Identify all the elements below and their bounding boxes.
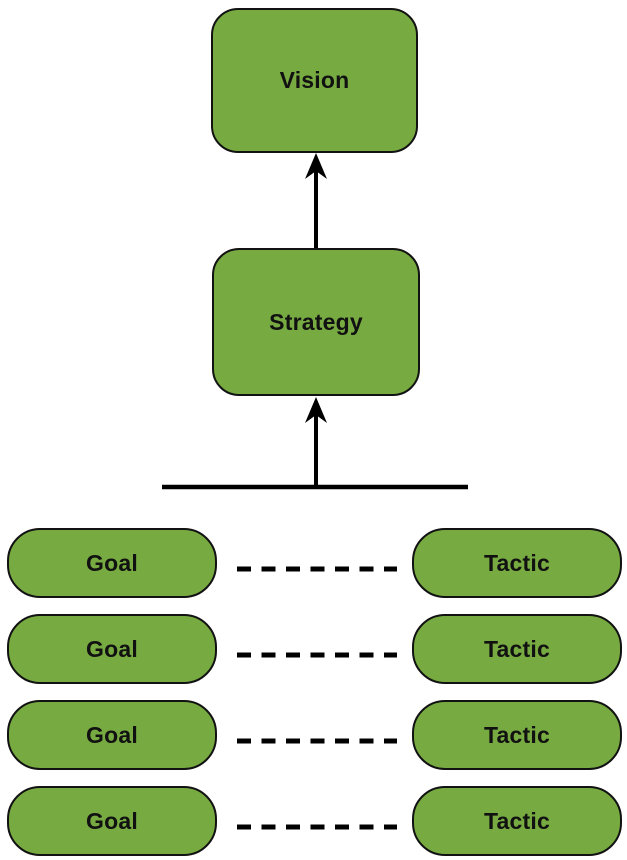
goal-node-label: Goal (86, 549, 138, 576)
strategy-to-vision-arrowhead-icon (305, 153, 327, 179)
vision-node: Vision (211, 8, 418, 153)
goal-node: Goal (7, 528, 217, 598)
tactic-node-label: Tactic (484, 721, 550, 748)
goal-node-label: Goal (86, 721, 138, 748)
tactic-node: Tactic (412, 614, 622, 684)
strategy-node-label: Strategy (269, 308, 363, 335)
goal-node-label: Goal (86, 635, 138, 662)
vision-node-label: Vision (279, 67, 350, 93)
tactic-node: Tactic (412, 786, 622, 856)
goal-node-label: Goal (86, 807, 138, 834)
tactic-node-label: Tactic (484, 635, 550, 662)
tactic-node: Tactic (412, 700, 622, 770)
tactic-node-label: Tactic (484, 807, 550, 834)
tactic-node: Tactic (412, 528, 622, 598)
goal-node: Goal (7, 700, 217, 770)
goal-node: Goal (7, 786, 217, 856)
bracket-to-strategy-arrowhead-icon (305, 397, 327, 423)
goal-node: Goal (7, 614, 217, 684)
strategy-node: Strategy (212, 248, 420, 396)
tactic-node-label: Tactic (484, 549, 550, 576)
